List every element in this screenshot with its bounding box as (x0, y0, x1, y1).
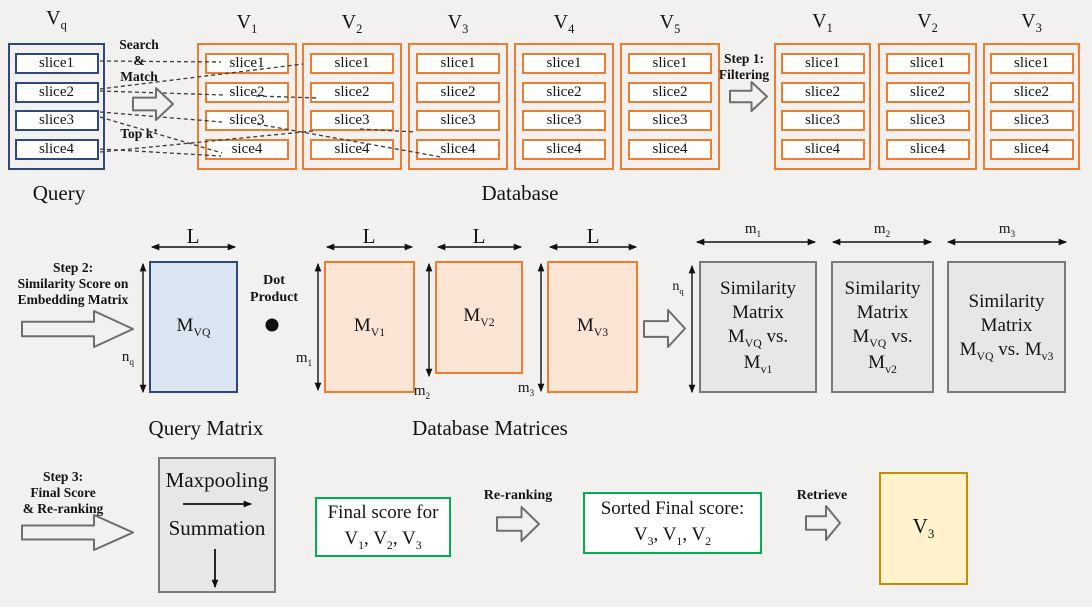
dim-L-label: L (362, 224, 376, 248)
db-column-v1: slice1 slice2 slice3 sice4 (197, 43, 297, 170)
step3-label: Step 3: Final Score & Re-ranking (22, 469, 104, 516)
db-slice: slice2 (205, 81, 289, 103)
filtered-video-label: V1 (812, 10, 833, 35)
db-slice: slice4 (310, 139, 394, 161)
db-slice: slice4 (522, 139, 606, 161)
rerank-arrow (496, 506, 540, 542)
similarity-matrix-2: Similarity Matrix MVQ vs. Mv2 (831, 261, 934, 393)
db-column-v3: slice1 slice2 slice3 slice4 (408, 43, 508, 170)
db-video-label: V3 (447, 11, 469, 36)
db-slice: slice3 (628, 110, 712, 132)
search-match-arrow (132, 87, 174, 121)
filtered-slice: slice4 (885, 139, 970, 161)
retrieved-video-box: V3 (879, 472, 968, 585)
database-matrices-caption: Database Matrices (412, 416, 568, 440)
db-embedding-matrix-v2: MV2 (435, 261, 523, 374)
dot-product-icon (265, 318, 279, 332)
filtered-slice: slice2 (780, 81, 865, 103)
db-slice: slice2 (416, 81, 500, 103)
filtered-slice: slice3 (989, 110, 1074, 132)
dim-L-label: L (472, 224, 486, 248)
dim-nq-label: nq (121, 349, 135, 368)
db-video-label: V2 (341, 11, 363, 36)
db-column-v2: slice1 slice2 slice3 slice4 (302, 43, 402, 170)
search-match-label: Search & Match (119, 37, 159, 84)
final-score-box: Final score for V1, V2, V3 (315, 497, 451, 557)
dim-m1-label: m1 (295, 350, 313, 369)
query-caption: Query (32, 181, 86, 205)
query-video-label: Vq (46, 7, 67, 32)
db-column-v5: slice1 slice2 slice3 slice4 (620, 43, 720, 170)
dim-m3-label: m3 (517, 380, 535, 399)
step1-label: Step 1: Filtering (718, 51, 770, 82)
top-k-label: Top k’ (120, 126, 158, 141)
query-slice: slice4 (14, 139, 99, 161)
dim-m2-label: m2 (873, 221, 891, 240)
db-column-v4: slice1 slice2 slice3 slice4 (514, 43, 614, 170)
filtered-column-v2: slice1 slice2 slice3 slice4 (878, 43, 977, 170)
dim-nq-label: nq (672, 279, 684, 296)
filtered-slice: slice3 (885, 110, 970, 132)
to-similarity-arrow (643, 309, 686, 348)
db-slice: slice2 (628, 81, 712, 103)
db-slice: sice4 (205, 139, 289, 161)
query-slice: slice3 (14, 110, 99, 132)
db-slice: slice3 (310, 110, 394, 132)
filtered-video-label: V2 (917, 10, 938, 35)
step3-arrow (21, 514, 134, 551)
step2-label: Step 2: Similarity Score on Embedding Ma… (17, 260, 129, 307)
filtered-slice: slice1 (989, 52, 1074, 74)
filtered-slice: slice3 (780, 110, 865, 132)
db-embedding-matrix-v1: MV1 (324, 261, 415, 393)
db-slice: slice1 (205, 52, 289, 74)
dim-L-label: L (186, 224, 200, 248)
query-embedding-matrix: MVQ (149, 261, 238, 393)
maxpooling-label: Maxpooling (165, 468, 269, 492)
db-video-label: V1 (236, 11, 258, 36)
query-column: slice1 slice2 slice3 slice4 (8, 43, 105, 170)
maxpool-summation-box (158, 457, 276, 593)
db-slice: slice3 (416, 110, 500, 132)
sorted-score-box: Sorted Final score: V3, V1, V2 (583, 492, 762, 554)
db-slice: slice3 (522, 110, 606, 132)
filtered-slice: slice1 (780, 52, 865, 74)
filtered-column-v1: slice1 slice2 slice3 slice4 (774, 43, 871, 170)
filtered-column-v3: slice1 slice2 slice3 slice4 (983, 43, 1080, 170)
db-video-label: V5 (659, 11, 681, 36)
dim-m2-label: m2 (413, 383, 431, 402)
db-slice: slice2 (522, 81, 606, 103)
step1-arrow (729, 81, 768, 112)
database-caption: Database (481, 181, 559, 205)
similarity-matrix-3: Similarity Matrix MVQ vs. Mv3 (947, 261, 1066, 393)
rerank-label: Re-ranking (483, 488, 553, 503)
dim-m3-label: m3 (998, 221, 1016, 240)
query-matrix-caption: Query Matrix (148, 416, 264, 440)
db-slice: slice4 (416, 139, 500, 161)
db-slice: slice1 (416, 52, 500, 74)
filtered-slice: slice4 (780, 139, 865, 161)
query-slice: slice1 (14, 52, 99, 74)
dim-m1-label: m1 (744, 221, 762, 240)
filtered-slice: slice2 (885, 81, 970, 103)
db-slice: slice1 (628, 52, 712, 74)
similarity-matrix-1: Similarity Matrix MVQ vs. Mv1 (699, 261, 817, 393)
db-slice: slice4 (628, 139, 712, 161)
db-slice: slice2 (310, 81, 394, 103)
step2-arrow (21, 310, 134, 348)
db-video-label: V4 (553, 11, 575, 36)
db-slice: slice1 (310, 52, 394, 74)
filtered-slice: slice4 (989, 139, 1074, 161)
query-slice: slice2 (14, 81, 99, 103)
filtered-slice: slice2 (989, 81, 1074, 103)
filtered-slice: slice1 (885, 52, 970, 74)
dim-L-label: L (586, 224, 600, 248)
retrieve-arrow (805, 505, 841, 541)
filtered-video-label: V3 (1021, 10, 1042, 35)
summation-label: Summation (168, 516, 266, 540)
retrieve-label: Retrieve (796, 488, 848, 503)
dot-product-label: Dot Product (250, 273, 298, 305)
db-embedding-matrix-v3: MV3 (547, 261, 638, 393)
db-slice: slice3 (205, 110, 289, 132)
db-slice: slice1 (522, 52, 606, 74)
